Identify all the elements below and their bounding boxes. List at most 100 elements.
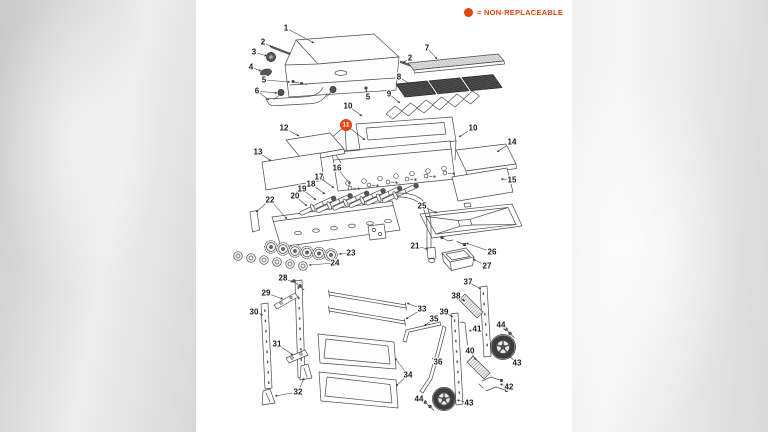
part-number-38: 38	[452, 292, 461, 301]
part-number-31: 31	[273, 340, 282, 349]
leader-line-10	[458, 127, 474, 138]
leader-line-20	[294, 195, 308, 207]
part-labels: 1234562578910101112131415161718192021222…	[248, 22, 524, 408]
part-number-9: 9	[387, 90, 392, 99]
part-number-43: 43	[465, 399, 474, 408]
part-right-front-leg	[450, 312, 464, 406]
leader-line-43	[508, 355, 518, 364]
leader-line-12	[283, 127, 300, 137]
part-number-34: 34	[404, 371, 413, 380]
leader-line-29	[265, 292, 284, 300]
part-handle-endcap	[260, 68, 272, 77]
leader-line-18	[310, 183, 326, 195]
part-cross-bars	[328, 289, 407, 327]
leader-line-34	[395, 374, 409, 387]
part-number-1: 1	[284, 24, 289, 33]
legend-text: = NON-REPLACEABLE	[477, 8, 564, 17]
leader-line-21	[414, 245, 429, 250]
legend: = NON-REPLACEABLE	[464, 8, 563, 17]
part-tray-hardware	[440, 235, 467, 247]
leader-line-32	[274, 391, 299, 397]
part-number-23: 23	[347, 249, 356, 258]
leader-line-10	[347, 105, 363, 117]
part-hatched-bracket-lower	[466, 355, 491, 380]
part-number-12: 12	[280, 124, 289, 133]
part-number-2: 2	[261, 38, 266, 47]
part-number-27: 27	[483, 262, 492, 271]
leader-line-28	[282, 277, 294, 283]
part-number-5: 5	[262, 76, 267, 85]
part-number-4: 4	[249, 63, 254, 72]
part-number-11: 11	[342, 122, 349, 129]
part-number-39: 39	[440, 308, 449, 317]
part-rod	[459, 321, 468, 346]
part-manifold-pipe	[367, 192, 437, 263]
non-replaceable-marker	[340, 119, 352, 131]
part-number-29: 29	[262, 289, 271, 298]
leader-line-34	[394, 357, 409, 376]
leader-line-16	[336, 167, 351, 185]
part-number-22: 22	[266, 196, 275, 205]
part-number-35: 35	[430, 315, 439, 324]
leader-line-35	[423, 318, 435, 327]
part-warming-rack	[407, 53, 505, 74]
part-bolt-cap	[266, 52, 276, 62]
diagram-art	[233, 33, 523, 411]
part-feet	[261, 363, 313, 406]
leader-line-41	[468, 328, 478, 332]
leader-line-33	[405, 308, 423, 320]
part-number-5: 5	[366, 93, 371, 102]
leader-line-37	[467, 281, 482, 290]
part-number-18: 18	[307, 180, 316, 189]
leader-line-44	[418, 398, 427, 404]
leader-line-9	[388, 93, 401, 104]
part-cooking-grates	[395, 74, 503, 98]
part-number-42: 42	[505, 383, 514, 392]
leader-line-14	[496, 141, 513, 153]
part-number-43: 43	[513, 359, 522, 368]
part-number-19: 19	[298, 185, 307, 194]
part-doors	[317, 333, 399, 409]
part-number-2: 2	[408, 54, 413, 63]
part-handle	[265, 86, 337, 107]
part-number-15: 15	[508, 176, 517, 185]
part-grease-tray	[419, 202, 523, 239]
leader-line-8	[398, 76, 411, 85]
part-number-25: 25	[418, 202, 427, 211]
part-flame-tamers	[385, 90, 480, 120]
part-number-14: 14	[508, 138, 517, 147]
part-number-44: 44	[497, 321, 506, 330]
leader-line-44	[500, 324, 506, 331]
part-number-33: 33	[418, 305, 427, 314]
part-number-40: 40	[466, 347, 475, 356]
part-number-28: 28	[279, 274, 288, 283]
leader-line-5	[263, 79, 291, 84]
part-number-6: 6	[255, 87, 260, 96]
part-number-3: 3	[252, 48, 257, 57]
background-left	[0, 0, 196, 432]
leader-line-40	[469, 350, 477, 361]
part-number-24: 24	[331, 259, 340, 268]
part-hatched-bracket-upper	[458, 293, 484, 319]
leader-line-32	[297, 377, 305, 393]
leader-line-31	[276, 343, 294, 356]
leader-line-42	[499, 383, 510, 388]
part-number-32: 32	[294, 388, 303, 397]
leader-line-15	[500, 177, 513, 181]
leader-line-26	[465, 242, 493, 253]
part-left-front-leg	[260, 302, 273, 390]
leader-line-24	[308, 262, 336, 267]
leader-line-5	[365, 89, 369, 98]
leader-line-22	[255, 199, 271, 213]
leader-line-3	[253, 51, 268, 57]
part-axle-hardware	[478, 376, 509, 393]
part-upper-bracket	[273, 292, 299, 310]
part-number-13: 13	[254, 148, 263, 157]
non-replaceable-icon	[464, 8, 473, 17]
leader-line-17	[318, 176, 335, 189]
part-number-26: 26	[488, 248, 497, 257]
leader-line-2	[262, 41, 273, 48]
part-right-rear-leg	[479, 285, 492, 358]
part-number-10: 10	[469, 124, 478, 133]
leader-line-23	[338, 252, 352, 256]
